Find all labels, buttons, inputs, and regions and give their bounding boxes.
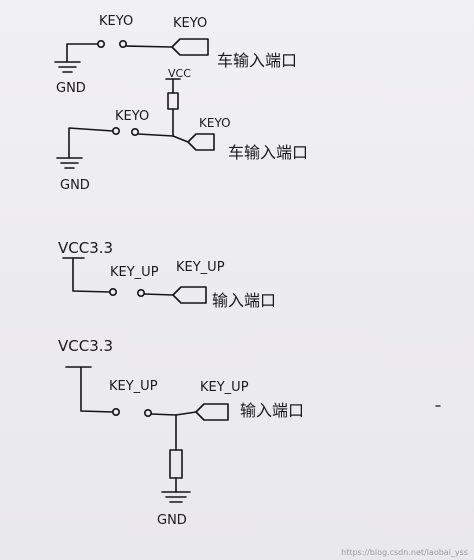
switch-contact (109, 287, 118, 296)
switch-label: KEY_UP (109, 379, 158, 394)
supply-label: VCC (168, 67, 191, 80)
input-port-symbol (187, 133, 215, 151)
input-port-symbol (171, 38, 209, 56)
switch-contact (97, 39, 106, 48)
switch-contact (137, 288, 146, 297)
switch-contact (112, 127, 121, 136)
ground-label: GND (157, 513, 187, 528)
input-port-symbol (172, 286, 207, 304)
ground-symbol (56, 157, 83, 169)
input-label: 输入端口 (240, 401, 304, 420)
port-label: KEY_UP (200, 380, 249, 395)
pulldown-resistor (169, 449, 183, 479)
port-label: KEYO (199, 116, 231, 130)
supply-label: VCC3.3 (58, 337, 113, 355)
wire (137, 133, 174, 137)
switch-contact (119, 39, 128, 48)
input-port-symbol (195, 403, 229, 421)
wire (125, 45, 173, 48)
port-label: KEY_UP (176, 260, 225, 275)
input-label: 输入端口 (212, 291, 276, 310)
wire (172, 135, 189, 143)
wire (175, 411, 197, 416)
input-label: 车输入端口 (228, 143, 308, 162)
ground-label: GND (60, 178, 90, 193)
watermark: https://blog.csdn.net/laobai_yss (341, 548, 468, 557)
wire (72, 257, 111, 293)
pullup-resistor (167, 92, 179, 110)
switch-label: KEY_UP (110, 265, 159, 280)
switch-contact (112, 407, 121, 416)
wire (150, 413, 177, 416)
port-label: KEYO (173, 16, 207, 31)
circuit-keyup-pulldown: VCC3.3 KEY_UP KEY_UP 输入端口 GND (58, 337, 304, 528)
wire (143, 293, 174, 296)
ground-symbol (54, 61, 81, 73)
circuit-keyup-simple: VCC3.3 KEY_UP KEY_UP 输入端口 (58, 239, 276, 310)
switch-contact (131, 128, 140, 137)
wire (68, 127, 114, 159)
input-label: 车输入端口 (217, 51, 297, 70)
switch-label: KEYO (115, 109, 149, 124)
wire (80, 366, 114, 413)
wire (66, 43, 99, 63)
switch-contact (144, 408, 153, 417)
ground-symbol (161, 491, 191, 503)
switch-label: KEYO (99, 14, 133, 29)
ground-label: GND (56, 81, 86, 96)
circuit-keyo-ground: GND KEYO KEYO 车输入端口 (54, 14, 297, 96)
supply-label: VCC3.3 (58, 239, 113, 257)
circuit-keyo-pullup: VCC GND KEYO KEYO 车输入端口 (56, 67, 308, 193)
